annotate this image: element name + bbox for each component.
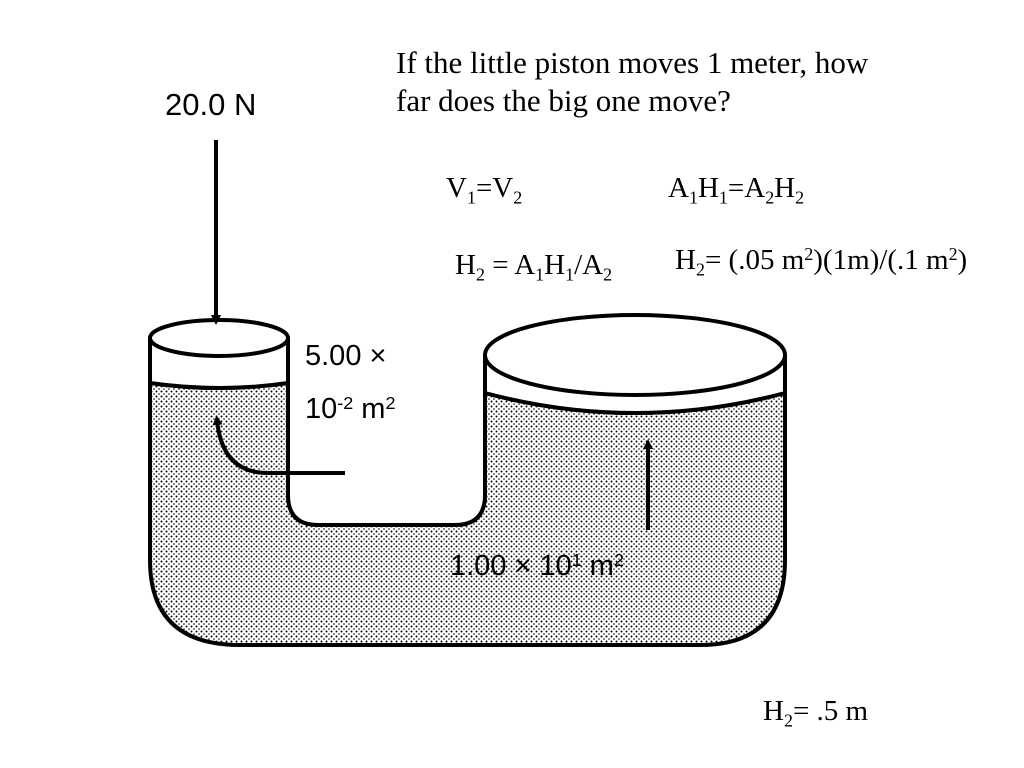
force-label: 20.0 N [165,87,257,122]
small-area-label-line1: 5.00 × [305,340,387,372]
small-area-label-line2: 10-2 m2 [305,393,396,425]
large-piston [483,313,787,415]
equation-area-height: A1H1=A2H2 [668,172,805,208]
small-piston [148,318,290,390]
question-text: If the little piston moves 1 meter, how … [396,45,869,118]
equation-h2-formula: H2 = A1H1/A2 [455,249,613,285]
small-area-pointer-arrow [212,415,345,475]
equation-volume: V1=V2 [446,172,523,208]
equation-h2-result: H2= .5 m [763,695,869,731]
equation-h2-substitution: H2= (.05 m2)(1m)/(.1 m2) [675,244,968,280]
hydraulic-fluid [148,381,787,647]
large-area-label: 1.00 × 101 m2 [450,550,624,582]
